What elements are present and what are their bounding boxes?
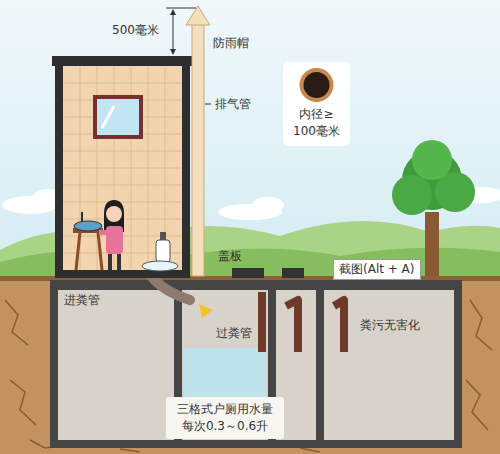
cover-plate bbox=[282, 268, 304, 278]
wash-basin bbox=[73, 212, 103, 270]
chamber-1 bbox=[58, 290, 174, 440]
sky bbox=[0, 0, 500, 282]
pipe-size-box: 内径≥ 100毫米 bbox=[283, 62, 350, 146]
vent-pipe bbox=[192, 22, 204, 276]
transfer-pipe bbox=[286, 300, 298, 352]
rain-cap bbox=[186, 6, 210, 25]
leader-line bbox=[205, 104, 211, 105]
cover-plate bbox=[232, 268, 264, 278]
soil bbox=[0, 278, 500, 454]
tile-grid bbox=[63, 66, 182, 272]
house-wall bbox=[182, 60, 190, 278]
tooltip-box: 截图(Alt + A) bbox=[333, 259, 421, 280]
septic-tank bbox=[50, 280, 462, 448]
water-use-box: 三格式户厕用水量 每次0.3～0.6升 bbox=[166, 397, 284, 439]
wall-tiles bbox=[63, 66, 182, 272]
roof bbox=[52, 56, 194, 66]
pipe-section-icon bbox=[283, 64, 350, 106]
part-label: 过粪管 bbox=[216, 326, 252, 340]
chamber-3 bbox=[324, 290, 454, 440]
window-frame bbox=[93, 95, 143, 139]
tooltip-text: 截图(Alt + A) bbox=[339, 262, 415, 277]
part-label: 盖板 bbox=[218, 249, 242, 263]
pipe-size-text: 内径≥ 100毫米 bbox=[291, 106, 343, 140]
transfer-pipe bbox=[258, 292, 266, 352]
dimension-500 bbox=[166, 8, 196, 55]
part-label: 防雨帽 bbox=[213, 36, 249, 50]
transfer-pipe bbox=[334, 300, 344, 352]
window-glass bbox=[97, 99, 139, 135]
house-wall bbox=[55, 60, 63, 278]
flow-arrow bbox=[199, 304, 213, 318]
floor bbox=[55, 270, 190, 278]
girl bbox=[99, 200, 124, 270]
squat-toilet bbox=[142, 232, 178, 271]
water-use-text: 三格式户厕用水量 每次0.3～0.6升 bbox=[174, 401, 276, 435]
part-label: 进粪管 bbox=[64, 293, 100, 307]
part-label: 排气管 bbox=[215, 97, 251, 111]
dimension-label: 500毫米 bbox=[112, 23, 159, 37]
window-shine bbox=[102, 106, 114, 128]
chamber-label: 粪污无害化 bbox=[360, 318, 420, 332]
